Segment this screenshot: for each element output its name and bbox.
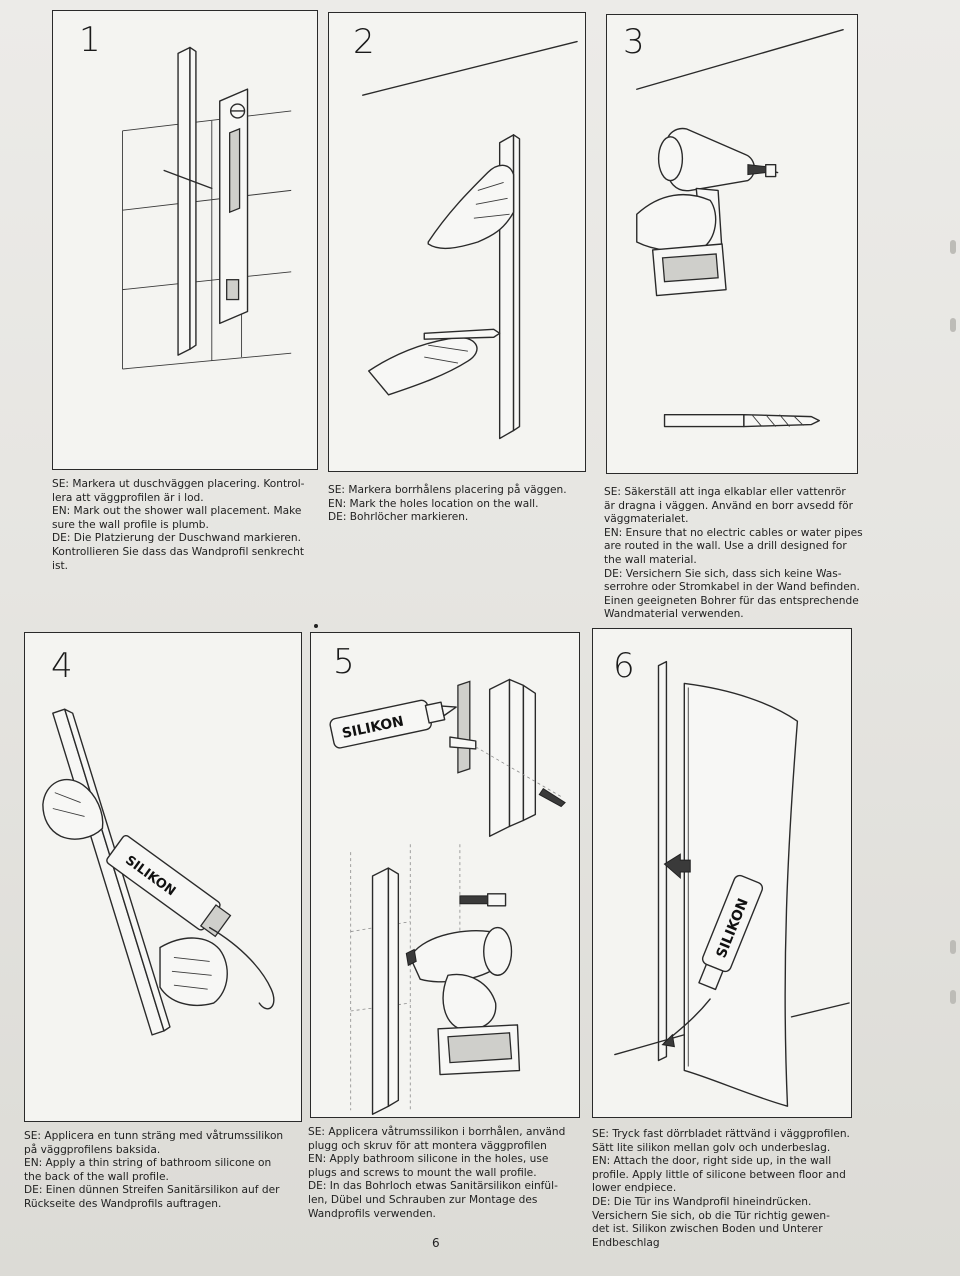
wall-profile-level-drawing xyxy=(122,46,292,370)
attach-door-drawing: SILIKON xyxy=(614,660,850,1107)
punch-hole-2 xyxy=(950,318,956,332)
step-5-number: 5 xyxy=(333,642,355,682)
step-6-caption: SE: Tryck fast dörrbladet rättvänd i väg… xyxy=(592,1128,850,1249)
step-3-number: 3 xyxy=(623,22,645,62)
punch-hole-3 xyxy=(950,940,956,954)
step-4-illustration: SILIKON 4 xyxy=(24,632,302,1122)
step-2-number: 2 xyxy=(353,22,375,62)
step-6-illustration: SILIKON 6 xyxy=(592,628,852,1118)
print-dot xyxy=(314,624,318,628)
apply-silicone-profile-drawing: SILIKON xyxy=(42,708,275,1036)
step-1-caption: SE: Markera ut duschväggen placering. Ko… xyxy=(52,478,305,572)
mount-profile-drawing: SILIKON xyxy=(329,678,566,1115)
step-1-illustration: 1 xyxy=(52,10,318,470)
step-5-illustration: SILIKON xyxy=(310,632,580,1118)
step-2-caption: SE: Markera borrhålens placering på vägg… xyxy=(328,484,567,524)
drill-and-bit-drawing xyxy=(636,29,844,428)
step-3-caption: SE: Säkerställ att inga elkablar eller v… xyxy=(604,486,863,621)
punch-hole-4 xyxy=(950,990,956,1004)
punch-hole-1 xyxy=(950,240,956,254)
step-4-number: 4 xyxy=(51,646,73,686)
mark-holes-drawing xyxy=(362,40,578,440)
page-number: 6 xyxy=(432,1236,440,1250)
step-5-caption: SE: Applicera våtrumssilikon i borrhålen… xyxy=(308,1126,566,1220)
step-1-number: 1 xyxy=(79,20,101,60)
step-6-number: 6 xyxy=(613,646,635,686)
step-2-illustration: 2 xyxy=(328,12,586,472)
step-3-illustration: 3 xyxy=(606,14,858,474)
step-4-caption: SE: Applicera en tunn sträng med våtrums… xyxy=(24,1130,284,1210)
